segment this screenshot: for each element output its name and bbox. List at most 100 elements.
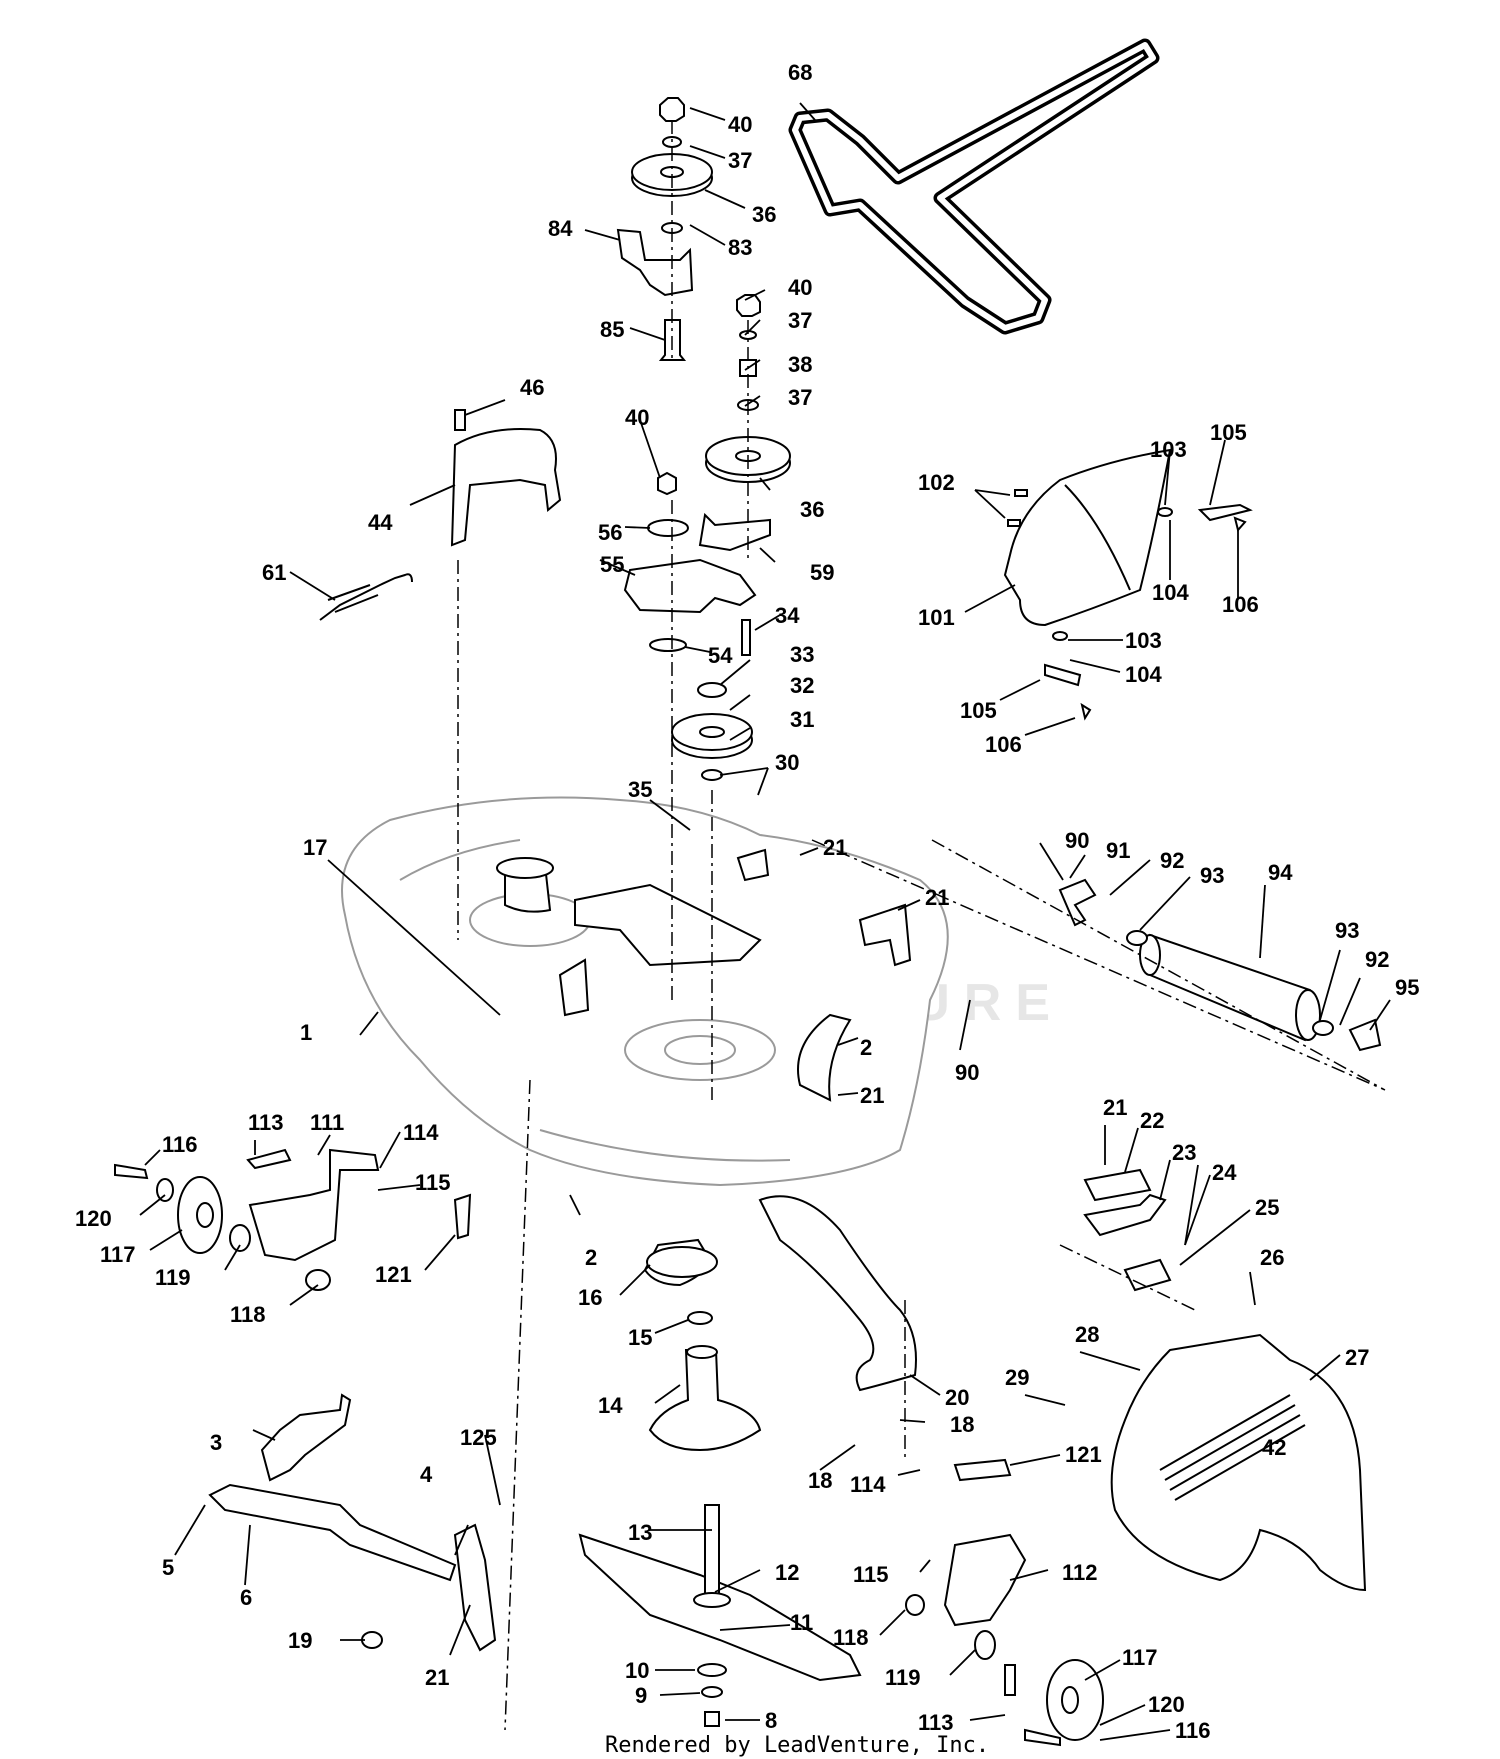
callout-18b: 18 (808, 1468, 832, 1493)
callout-95: 95 (1395, 975, 1419, 1000)
callout-14: 14 (598, 1393, 623, 1418)
callout-30: 30 (775, 750, 799, 775)
callout-labels: 68 40 37 36 84 83 40 37 85 38 37 46 40 3… (75, 60, 1419, 1743)
callout-16: 16 (578, 1285, 602, 1310)
callout-92: 92 (1160, 848, 1184, 873)
tension-spring (319, 573, 413, 621)
callout-22: 22 (1140, 1108, 1164, 1133)
callout-103b: 103 (1125, 628, 1162, 653)
callout-34: 34 (775, 603, 800, 628)
callout-21: 21 (823, 835, 847, 860)
belt-cover (450, 409, 562, 547)
callout-15: 15 (628, 1325, 652, 1350)
callout-12: 12 (775, 1560, 799, 1585)
callout-117: 117 (100, 1242, 136, 1267)
blade-spindle (643, 1238, 762, 1452)
callout-13: 13 (628, 1520, 652, 1545)
callout-31: 31 (790, 707, 814, 732)
callout-40: 40 (728, 112, 752, 137)
callout-28: 28 (1075, 1322, 1099, 1347)
callout-114b: 114 (850, 1472, 886, 1497)
callout-21b: 21 (925, 885, 949, 910)
callout-115: 115 (415, 1170, 451, 1195)
discharge-chute: 42 (1110, 1333, 1367, 1592)
callout-40b: 40 (788, 275, 812, 300)
callout-9: 9 (635, 1683, 647, 1708)
callout-1: 1 (300, 1020, 312, 1045)
callout-118b: 118 (833, 1625, 869, 1650)
callout-105: 105 (1210, 420, 1247, 445)
callout-85: 85 (600, 317, 624, 342)
callout-114: 114 (403, 1120, 439, 1145)
callout-8: 8 (765, 1708, 777, 1733)
callout-93b: 93 (1335, 918, 1359, 943)
callout-68: 68 (788, 60, 812, 85)
callout-59: 59 (810, 560, 834, 585)
callout-117b: 117 (1122, 1645, 1158, 1670)
callout-37: 37 (728, 148, 752, 173)
callout-106: 106 (1222, 592, 1259, 617)
callout-36: 36 (752, 202, 776, 227)
idler-arm-assembly (623, 471, 771, 656)
callout-102: 102 (918, 470, 955, 495)
callout-92b: 92 (1365, 947, 1389, 972)
callout-33: 33 (790, 642, 814, 667)
callout-6: 6 (240, 1585, 252, 1610)
callout-leaders (139, 102, 1391, 1741)
callout-29: 29 (1005, 1365, 1029, 1390)
callout-55: 55 (600, 552, 624, 577)
callout-44: 44 (368, 510, 393, 535)
callout-113b: 113 (918, 1710, 954, 1735)
callout-11: 11 (790, 1610, 813, 1635)
assembly-lines (457, 120, 1386, 1731)
anti-scalp-roller (1058, 878, 1382, 1052)
callout-113: 113 (248, 1110, 284, 1135)
callout-2: 2 (860, 1035, 872, 1060)
deck-bracket-right (736, 848, 912, 967)
seat (1003, 448, 1172, 627)
front-hitch-assembly (1083, 1168, 1172, 1292)
callout-32: 32 (790, 673, 814, 698)
callout-90: 90 (1065, 828, 1089, 853)
callout-118: 118 (230, 1302, 266, 1327)
callout-21d: 21 (1103, 1095, 1127, 1120)
chute-label-text: 42 (1262, 1435, 1286, 1460)
callout-21c: 21 (860, 1083, 884, 1108)
callout-4: 4 (420, 1462, 433, 1487)
footer-credit: Rendered by LeadVenture, Inc. (605, 1733, 989, 1758)
callout-35: 35 (628, 777, 652, 802)
deck-lift-linkage (208, 1393, 497, 1652)
callout-119b: 119 (885, 1665, 921, 1690)
callout-17: 17 (303, 835, 327, 860)
callout-103: 103 (1150, 437, 1187, 462)
callout-106b: 106 (985, 732, 1022, 757)
callout-26: 26 (1260, 1245, 1284, 1270)
callout-27: 27 (1345, 1345, 1369, 1370)
callout-2b: 2 (585, 1245, 597, 1270)
callout-24: 24 (1212, 1160, 1237, 1185)
callout-90b: 90 (955, 1060, 979, 1085)
callout-54: 54 (708, 643, 733, 668)
callout-116b: 116 (1175, 1718, 1211, 1743)
callout-36b: 36 (800, 497, 824, 522)
callout-125: 125 (460, 1425, 497, 1450)
callout-18: 18 (950, 1412, 974, 1437)
drive-belt (788, 38, 1160, 335)
callout-5: 5 (162, 1555, 174, 1580)
callout-56: 56 (598, 520, 622, 545)
callout-3: 3 (210, 1430, 222, 1455)
callout-93: 93 (1200, 863, 1224, 888)
callout-23: 23 (1172, 1140, 1196, 1165)
callout-38: 38 (788, 352, 812, 377)
callout-46: 46 (520, 375, 544, 400)
callout-37c: 37 (788, 385, 812, 410)
callout-112: 112 (1062, 1560, 1098, 1585)
gauge-wheel-right (905, 1458, 1104, 1747)
callout-120b: 120 (1148, 1692, 1185, 1717)
gauge-wheel-left (114, 1148, 472, 1291)
callout-20: 20 (945, 1385, 969, 1410)
callout-83: 83 (728, 235, 752, 260)
callout-25: 25 (1255, 1195, 1279, 1220)
callout-104: 104 (1152, 580, 1189, 605)
